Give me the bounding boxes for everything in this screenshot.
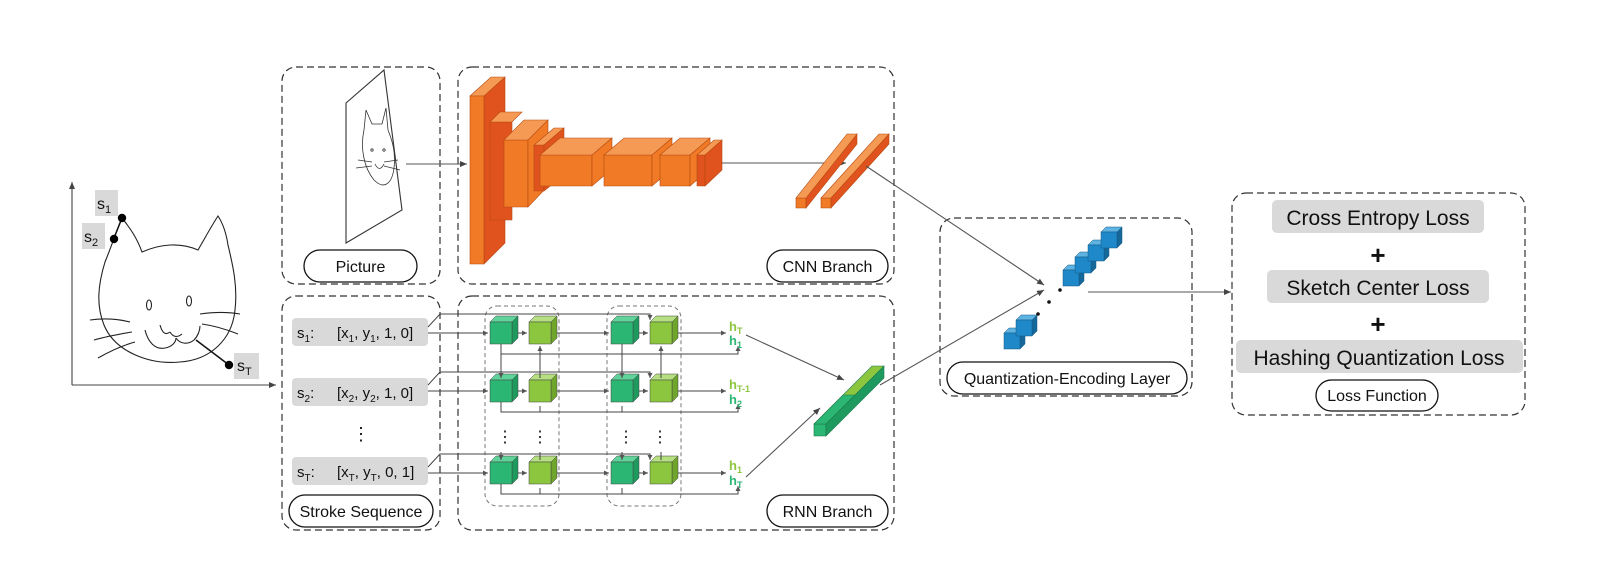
rnn-return-line xyxy=(500,344,623,355)
loss-panel xyxy=(1231,192,1526,416)
svg-text:hT-1: hT-1 xyxy=(729,377,750,394)
plus-sign-2: + xyxy=(1370,309,1385,339)
rnn-cell xyxy=(649,455,679,485)
rnn-cell xyxy=(528,315,558,345)
rnn-skip-line xyxy=(427,313,653,328)
rnn-cell xyxy=(610,315,640,345)
rnn-cell xyxy=(528,455,558,485)
hidden-state-2: hT-1 h2 xyxy=(729,377,750,409)
cat-sketch-icon xyxy=(89,215,241,363)
quant-code-cube xyxy=(1015,314,1038,337)
stroke-ellipsis: ⋮ xyxy=(352,424,370,444)
rnn-layer-1-group xyxy=(484,305,560,507)
stroke-sequence-panel xyxy=(281,295,441,531)
rnn-out-arrow-1 xyxy=(745,334,845,381)
rnn-skip-line xyxy=(427,371,653,386)
rnn-out-arrow-2 xyxy=(745,407,821,478)
stroke-row-2: s2: [x2, y2, 1, 0] xyxy=(292,378,428,406)
cnn-to-quant-arrow xyxy=(865,165,1045,286)
cnn-layers xyxy=(469,76,723,265)
rnn-cells: ⋮ ⋮ ⋮ ⋮ xyxy=(427,305,741,507)
svg-text:h1: h1 xyxy=(729,458,742,475)
rnn-panel xyxy=(457,295,895,531)
svg-text:s1:: s1: xyxy=(297,325,314,345)
svg-text:[x1, y1, 1, 0]: [x1, y1, 1, 0] xyxy=(337,325,413,345)
rnn-cell xyxy=(528,373,558,403)
svg-text:sT:: sT: xyxy=(297,464,315,484)
quantization-panel xyxy=(939,217,1193,397)
quantization-label-pill xyxy=(946,361,1188,395)
rnn-return-line xyxy=(539,486,741,495)
svg-text:hT: hT xyxy=(729,473,743,490)
s2-label: s2 xyxy=(84,229,98,249)
cross-entropy-loss: Cross Entropy Loss xyxy=(1286,207,1469,230)
rnn-return-line xyxy=(500,402,623,413)
rnn-return-line xyxy=(539,404,741,413)
rnn-cell xyxy=(649,315,679,345)
rnn-cell xyxy=(649,373,679,403)
hidden-state-1: hT h1 xyxy=(729,319,743,350)
sketch-center-loss: Sketch Center Loss xyxy=(1286,277,1469,300)
picture-image xyxy=(345,68,403,244)
svg-text:hT: hT xyxy=(729,319,743,336)
hashing-quantization-loss: Hashing Quantization Loss xyxy=(1254,347,1505,370)
rnn-return-line xyxy=(500,484,623,495)
cnn-fc-layers xyxy=(795,133,890,209)
picture-label: Picture xyxy=(336,259,386,276)
sT-label: sT xyxy=(237,358,252,378)
rnn-cell xyxy=(489,455,519,485)
stroke-row-1: s1: [x1, y1, 1, 0] xyxy=(292,318,428,346)
svg-text:[xT, yT, 0, 1]: [xT, yT, 0, 1] xyxy=(337,464,414,484)
svg-text:h1: h1 xyxy=(729,333,742,350)
rnn-ellipsis: ⋮ xyxy=(532,429,548,446)
rnn-cell xyxy=(489,373,519,403)
s1-point xyxy=(117,213,127,223)
loss-function-label-pill xyxy=(1315,379,1439,412)
svg-text:h2: h2 xyxy=(729,392,742,409)
hashing-quant-box xyxy=(1236,340,1523,373)
hidden-state-T: h1 hT xyxy=(729,458,743,490)
rnn-ellipsis: ⋮ xyxy=(497,429,513,446)
picture-label-pill xyxy=(303,249,418,283)
rnn-layer-2-group xyxy=(606,305,682,507)
rnn-ellipsis: ⋮ xyxy=(652,429,668,446)
sT-point xyxy=(224,360,234,370)
svg-text:[x2, y2, 1, 0]: [x2, y2, 1, 0] xyxy=(337,385,413,405)
picture-panel xyxy=(281,66,441,285)
rnn-fc-layer xyxy=(813,365,885,437)
rnn-cell xyxy=(610,455,640,485)
rnn-cell xyxy=(489,315,519,345)
stroke-row-T: sT: [xT, yT, 0, 1] xyxy=(292,457,428,485)
rnn-cell xyxy=(610,373,640,403)
svg-text:s2:: s2: xyxy=(297,385,314,405)
s1-label: s1 xyxy=(97,196,111,216)
cnn-panel xyxy=(457,66,895,285)
stroke-sequence-label: Stroke Sequence xyxy=(300,504,423,521)
sketch-plot: s1 s2 sT xyxy=(69,182,276,388)
s2-point xyxy=(109,234,119,244)
rnn-return-line xyxy=(539,346,741,355)
stroke-sequence-label-pill xyxy=(288,494,434,528)
plus-sign-1: + xyxy=(1370,240,1385,270)
loss-function-label: Loss Function xyxy=(1327,388,1427,405)
rnn-ellipsis: ⋮ xyxy=(618,429,634,446)
sketch-center-box xyxy=(1267,270,1489,303)
quantization-label: Quantization-Encoding Layer xyxy=(964,371,1171,388)
cross-entropy-box xyxy=(1272,200,1484,233)
quant-code-cube xyxy=(1100,226,1123,249)
rnn-skip-line xyxy=(427,453,653,468)
cnn-branch-label-pill xyxy=(766,249,889,283)
rnn-branch-label: RNN Branch xyxy=(783,504,873,521)
rnn-to-quant-arrow xyxy=(879,289,1045,386)
cnn-branch-label: CNN Branch xyxy=(783,259,873,276)
rnn-branch-label-pill xyxy=(766,494,889,528)
quantization-code-cubes xyxy=(1003,226,1123,350)
